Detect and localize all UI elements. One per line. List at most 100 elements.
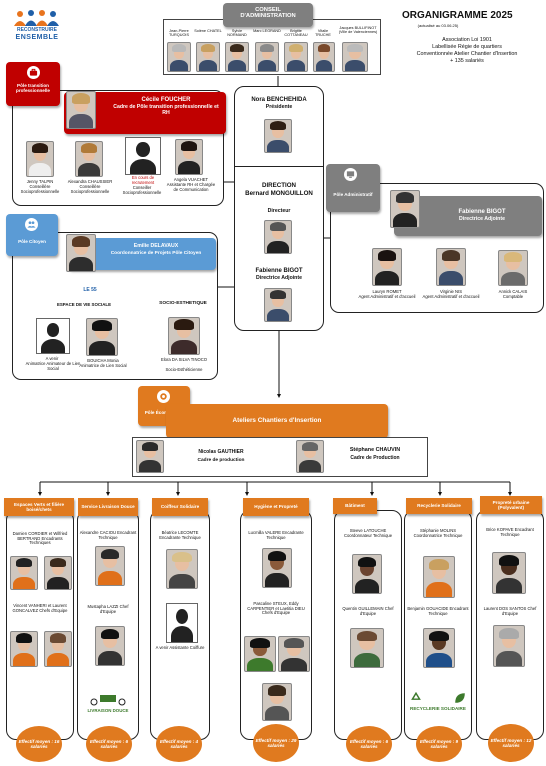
member-photo	[255, 42, 279, 72]
pole-tp-label: Pôle transition professionnelle	[16, 83, 50, 94]
staff-role: Assistante RH et Chargée de Communicatio…	[166, 182, 216, 192]
atelier-tab: Recyclerie Solidaire	[406, 498, 472, 514]
staff-role: Conseillère Socioprofessionnelle	[70, 184, 110, 194]
pole-admin-head-name: Fabienne BIGOT	[458, 209, 506, 215]
placeholder-silhouette	[125, 137, 161, 175]
delivery-bike-icon	[90, 695, 126, 706]
pole-citoyen-head-photo	[66, 234, 96, 272]
staff-role: Agent Administratif et d'accueil	[422, 294, 480, 299]
placeholder-silhouette	[166, 603, 198, 643]
atelier-person: Mustapha LAZZI Chef d'Equipe	[87, 604, 129, 614]
header-info-line: Conventionnée Atelier Chantier d'Inserti…	[416, 51, 518, 58]
logo-line1: RECONSTRUIRE	[16, 27, 57, 33]
direction-title: DIRECTION	[261, 182, 297, 189]
member-photo	[167, 42, 191, 72]
effectif-badge: Effectif moyen : 9 salariés	[416, 726, 462, 762]
staff-photo	[168, 317, 200, 355]
computer-icon	[346, 171, 355, 178]
atelier-tab: Bâtiment	[333, 498, 377, 514]
pole-tp-icon	[27, 66, 40, 79]
pole-citoyen-icon	[25, 218, 38, 231]
pole-citoyen-head-role: Coordonnatrice de Projets Pôle Citoyen	[110, 251, 202, 256]
direction-divider	[234, 166, 324, 167]
deputy-name: Fabienne BIGOT	[255, 268, 303, 274]
staff-photo	[493, 625, 525, 667]
people-icon	[27, 221, 36, 228]
cadre-box	[132, 437, 428, 477]
staff-name: BOUICHA Monia	[87, 358, 119, 363]
pole-admin-label: Pôle Administratif	[333, 192, 373, 197]
staff-photo	[86, 318, 118, 356]
pole-tp-head-photo	[66, 91, 96, 129]
staff-name: Virginie NIS	[439, 289, 463, 294]
cadre-photo	[296, 440, 324, 473]
staff-photo	[10, 631, 38, 667]
leaf-icon	[455, 693, 465, 703]
staff-photo	[95, 626, 125, 666]
member-photo	[225, 42, 249, 72]
atelier-logo: RECYCLERIE SOLIDAIRE	[410, 706, 466, 711]
header-info-line: + 135 salariés	[450, 58, 484, 65]
header-info-line: Association Loi 1901	[442, 37, 492, 43]
atelier-column	[334, 510, 402, 740]
member-photo	[196, 42, 220, 72]
pole-admin-head-photo	[390, 190, 420, 228]
staff-name: A venir	[45, 356, 59, 361]
cadre-name: Stéphane CHAUVIN	[349, 447, 401, 453]
atelier-tab: Service Livraison Douce	[78, 498, 138, 516]
effectif-badge: Effectif moyen : 29 salariés	[253, 724, 299, 762]
staff-photo	[350, 628, 384, 668]
espace-label: LE 55	[83, 287, 97, 293]
director-photo	[264, 220, 292, 254]
cadre-role: Cadre de Production	[350, 455, 400, 461]
pole-tp-head-name: Cécile FOUCHER	[141, 97, 191, 103]
atelier-person: Alexandre CACIOU Encadrant Technique	[79, 530, 137, 540]
cadre-name: Nicolas GAUTHIER	[198, 449, 244, 455]
logo-line2: ENSEMBLE	[15, 34, 59, 41]
effectif-badge: Effectif moyen : 4 salariés	[156, 726, 202, 762]
header-info-line: Labellisée Régie de quartiers	[432, 44, 502, 51]
staff-name: Annick CALAIS	[498, 289, 528, 294]
atelier-person: A venir Assistante Coiffure	[155, 645, 205, 650]
page-title: ORGANIGRAMME 2025	[402, 10, 513, 21]
atelier-person: Béatrice LECOMTE Encadrante Technique	[159, 530, 201, 540]
atelier-tab: Espaces Verts et filière boisé/chets	[4, 498, 74, 516]
conseil-member-name: Jacques BULLIFINOT (Ville de Valencienne…	[338, 26, 378, 35]
pole-eco-label: Pôle Économique	[144, 410, 184, 415]
briefcase-icon	[29, 68, 38, 76]
staff-role: Conseillère Socioprofessionnelle	[20, 184, 60, 194]
staff-role: Comptable	[502, 294, 524, 299]
atelier-tab: Hygiène et Propreté	[243, 498, 309, 516]
ateliers-title: Ateliers Chantiers d'Insertion	[232, 417, 322, 424]
member-photo	[313, 42, 335, 72]
logo: RECONSTRUIRE ENSEMBLE	[10, 8, 64, 42]
placeholder-silhouette	[36, 318, 70, 354]
conseil-title: CONSEIL D'ADMINISTRATION	[223, 3, 313, 27]
staff-photo	[95, 546, 125, 586]
staff-name: En cours de recrutement	[131, 175, 155, 185]
pole-citoyen-head-name: Emilie DELAVAUX	[133, 243, 179, 249]
atelier-person: Benjamin GOUACIDE Encadrant Technique	[407, 606, 469, 616]
staff-name: Elora DA SILVA TINOCO	[160, 357, 208, 362]
conseil-member-name: Vitalie TRUCHE	[315, 29, 331, 38]
atelier-person: Damien CORDIER et Wilfried BERTRAND Enca…	[12, 531, 68, 546]
director-role: Directeur	[267, 208, 291, 214]
atelier-person: Stéphanie MOLINS Coordonnatrice Techniqu…	[413, 528, 463, 538]
director-name: Bernard MONGUILLON	[245, 190, 313, 197]
espace-sub: ESPACE DE VIE SOCIALE	[56, 302, 112, 307]
cadre-role: Cadre de production	[197, 458, 245, 463]
staff-photo	[175, 139, 203, 175]
title-year: 2025	[490, 10, 513, 21]
effectif-badge: Effectif moyen : 6 salariés	[346, 726, 392, 762]
recycle-icon	[411, 692, 421, 700]
staff-photo	[44, 556, 72, 590]
pole-admin-head-role: Directrice Adjointe	[459, 216, 505, 222]
staff-role: Socio-Esthéticienne	[165, 367, 203, 372]
atelier-person: Pascaline STEUX, Eddy CARPENTIER et Laet…	[247, 601, 305, 616]
member-photo	[342, 42, 368, 72]
staff-photo	[352, 554, 382, 594]
staff-photo	[423, 628, 455, 668]
socio-esthetique-label: SOCIO-ESTHETIQUE	[159, 301, 207, 306]
atelier-person: Brice KOPAVE Encadrant Technique	[486, 527, 534, 537]
espace-vie-sociale-logo: LE 55 ESPACE DE VIE SOCIALE	[54, 287, 114, 310]
